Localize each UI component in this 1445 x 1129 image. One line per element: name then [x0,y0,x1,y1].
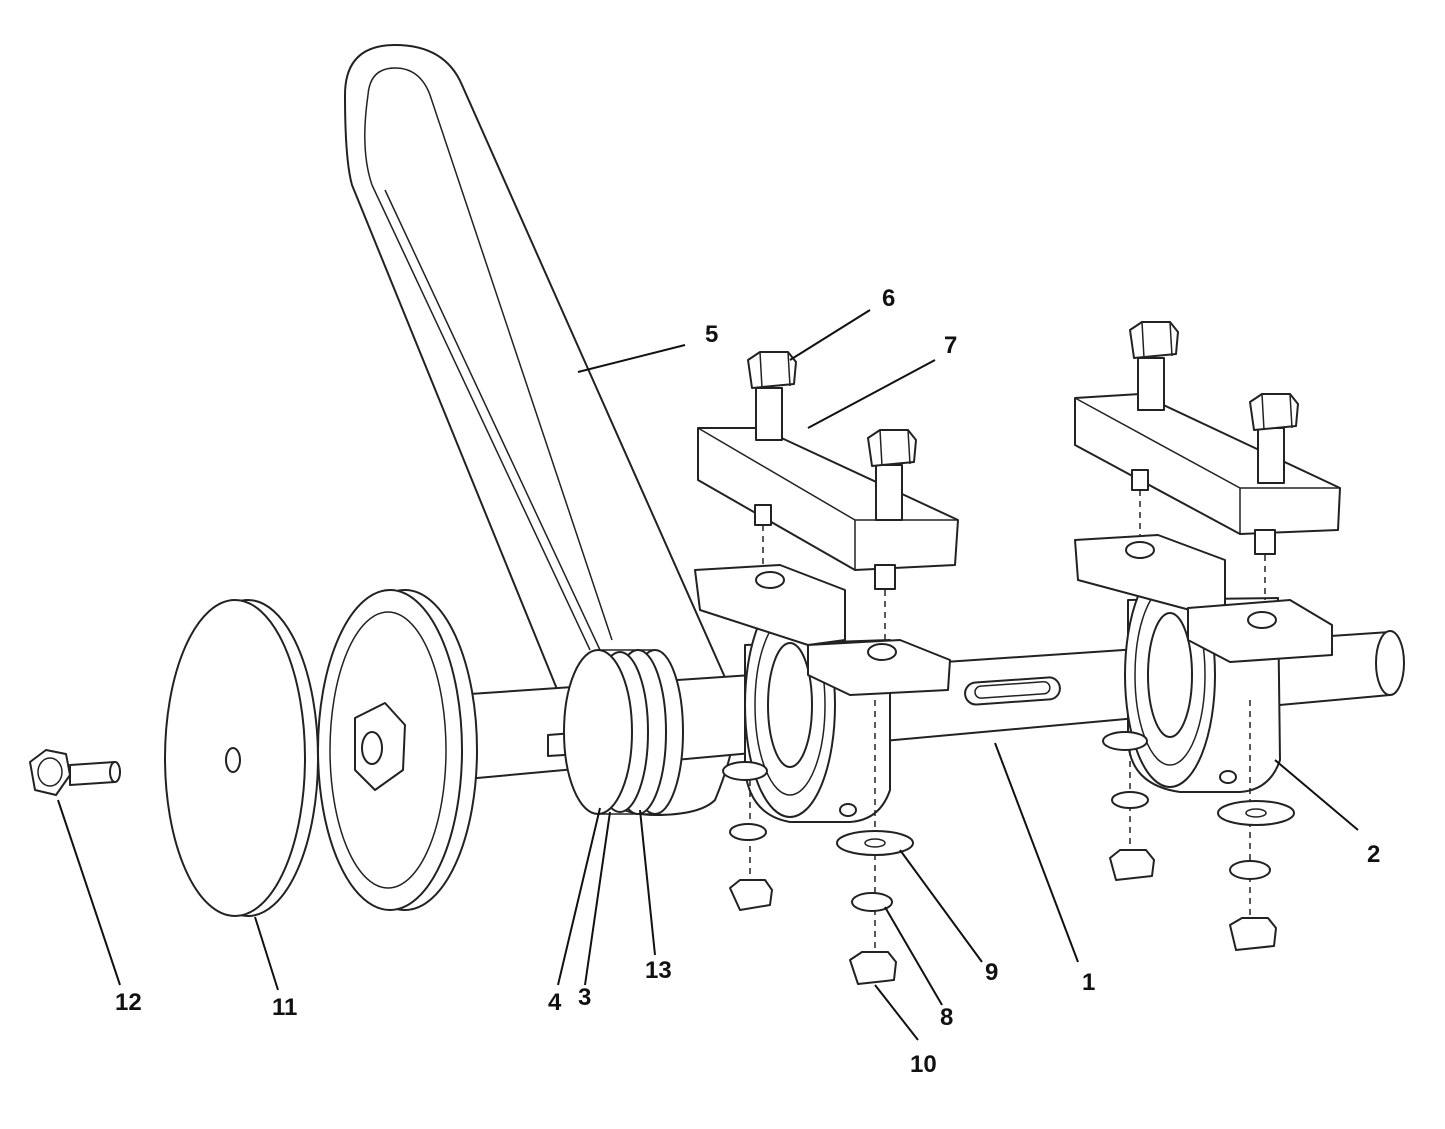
flat-washer [722,731,1295,856]
hex-bolt-left-b [867,429,917,521]
hex-bolt-right-a [1129,321,1179,411]
flange-bolt [29,749,121,796]
grease-fitting [839,803,857,817]
hex-bolt-right-b [1249,393,1299,484]
callout-6: 6 [882,285,895,312]
bearing-left [694,564,951,823]
callout-4: 4 [548,989,562,1016]
callout-10: 10 [910,1051,937,1078]
clamp-bar-right [1074,393,1341,555]
callout-5: 5 [705,321,718,348]
belt-pulley [563,649,684,815]
bearing-right [1074,534,1333,793]
callout-2: 2 [1367,841,1380,868]
callout-7: 7 [944,332,957,359]
clamp-bar-left [697,427,959,590]
sheave [317,589,478,911]
cover-disc [164,599,319,917]
callout-3: 3 [578,984,591,1011]
callout-13: 13 [645,957,672,984]
callout-12: 12 [115,989,142,1016]
lock-washer [729,791,1271,912]
callout-9: 9 [985,959,998,986]
hex-bolt-left-a [747,351,797,441]
callouts: 1 2 3 4 5 6 7 8 9 10 11 12 13 [115,285,1380,1078]
drive-belt [344,44,737,816]
callout-11: 11 [272,994,297,1021]
leader-lines [57,309,1359,1041]
callout-8: 8 [940,1004,953,1031]
callout-1: 1 [1082,969,1095,996]
hex-nut [729,849,1277,985]
